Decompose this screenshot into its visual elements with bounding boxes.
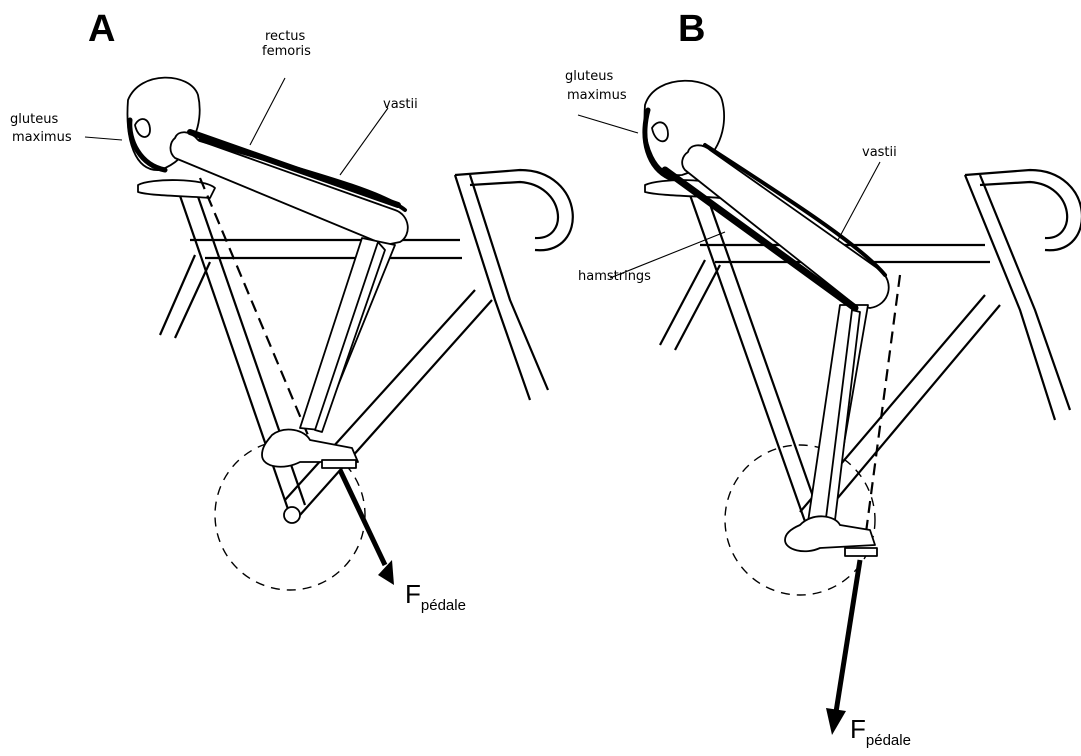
panel-a-force-line <box>200 178 310 440</box>
panel-a-label: A <box>88 8 115 50</box>
panel-a-force-arrow <box>340 470 385 565</box>
panel-b-force-label: Fpédale <box>850 714 911 749</box>
panel-a: A <box>10 8 573 614</box>
panel-b-crank-circle <box>725 445 875 595</box>
panel-a-gluteus-label-1: gluteus <box>10 112 58 127</box>
panel-b-force-sub: pédale <box>866 732 911 749</box>
panel-b-label: B <box>678 8 705 50</box>
panel-a-bottom-bracket <box>284 507 300 523</box>
panel-b-vastii-label: vastii <box>862 145 897 160</box>
panel-b-force-main: F <box>850 714 866 744</box>
panel-b-gluteus-label-1: gluteus <box>565 69 613 84</box>
panel-b-hamstrings-label: hamstrings <box>578 269 651 284</box>
panel-a-rectus-label-1: rectus <box>265 29 306 44</box>
panel-a-rectus-label-2: femoris <box>262 44 311 59</box>
panel-a-gluteus-label-2: maximus <box>12 130 72 145</box>
panel-a-force-main: F <box>405 579 421 609</box>
panel-b: B <box>565 8 1081 749</box>
panel-b-bike-frame <box>645 170 1081 530</box>
panel-a-force-sub: pédale <box>421 597 466 614</box>
panel-b-force-arrow <box>836 560 860 712</box>
panel-b-gluteus-label-2: maximus <box>567 88 627 103</box>
panel-b-force-line <box>865 275 900 540</box>
panel-a-force-label: Fpédale <box>405 579 466 614</box>
panel-a-vastii-label: vastii <box>383 97 418 112</box>
panel-b-force-arrowhead <box>826 708 846 735</box>
panel-b-leg <box>645 81 889 556</box>
